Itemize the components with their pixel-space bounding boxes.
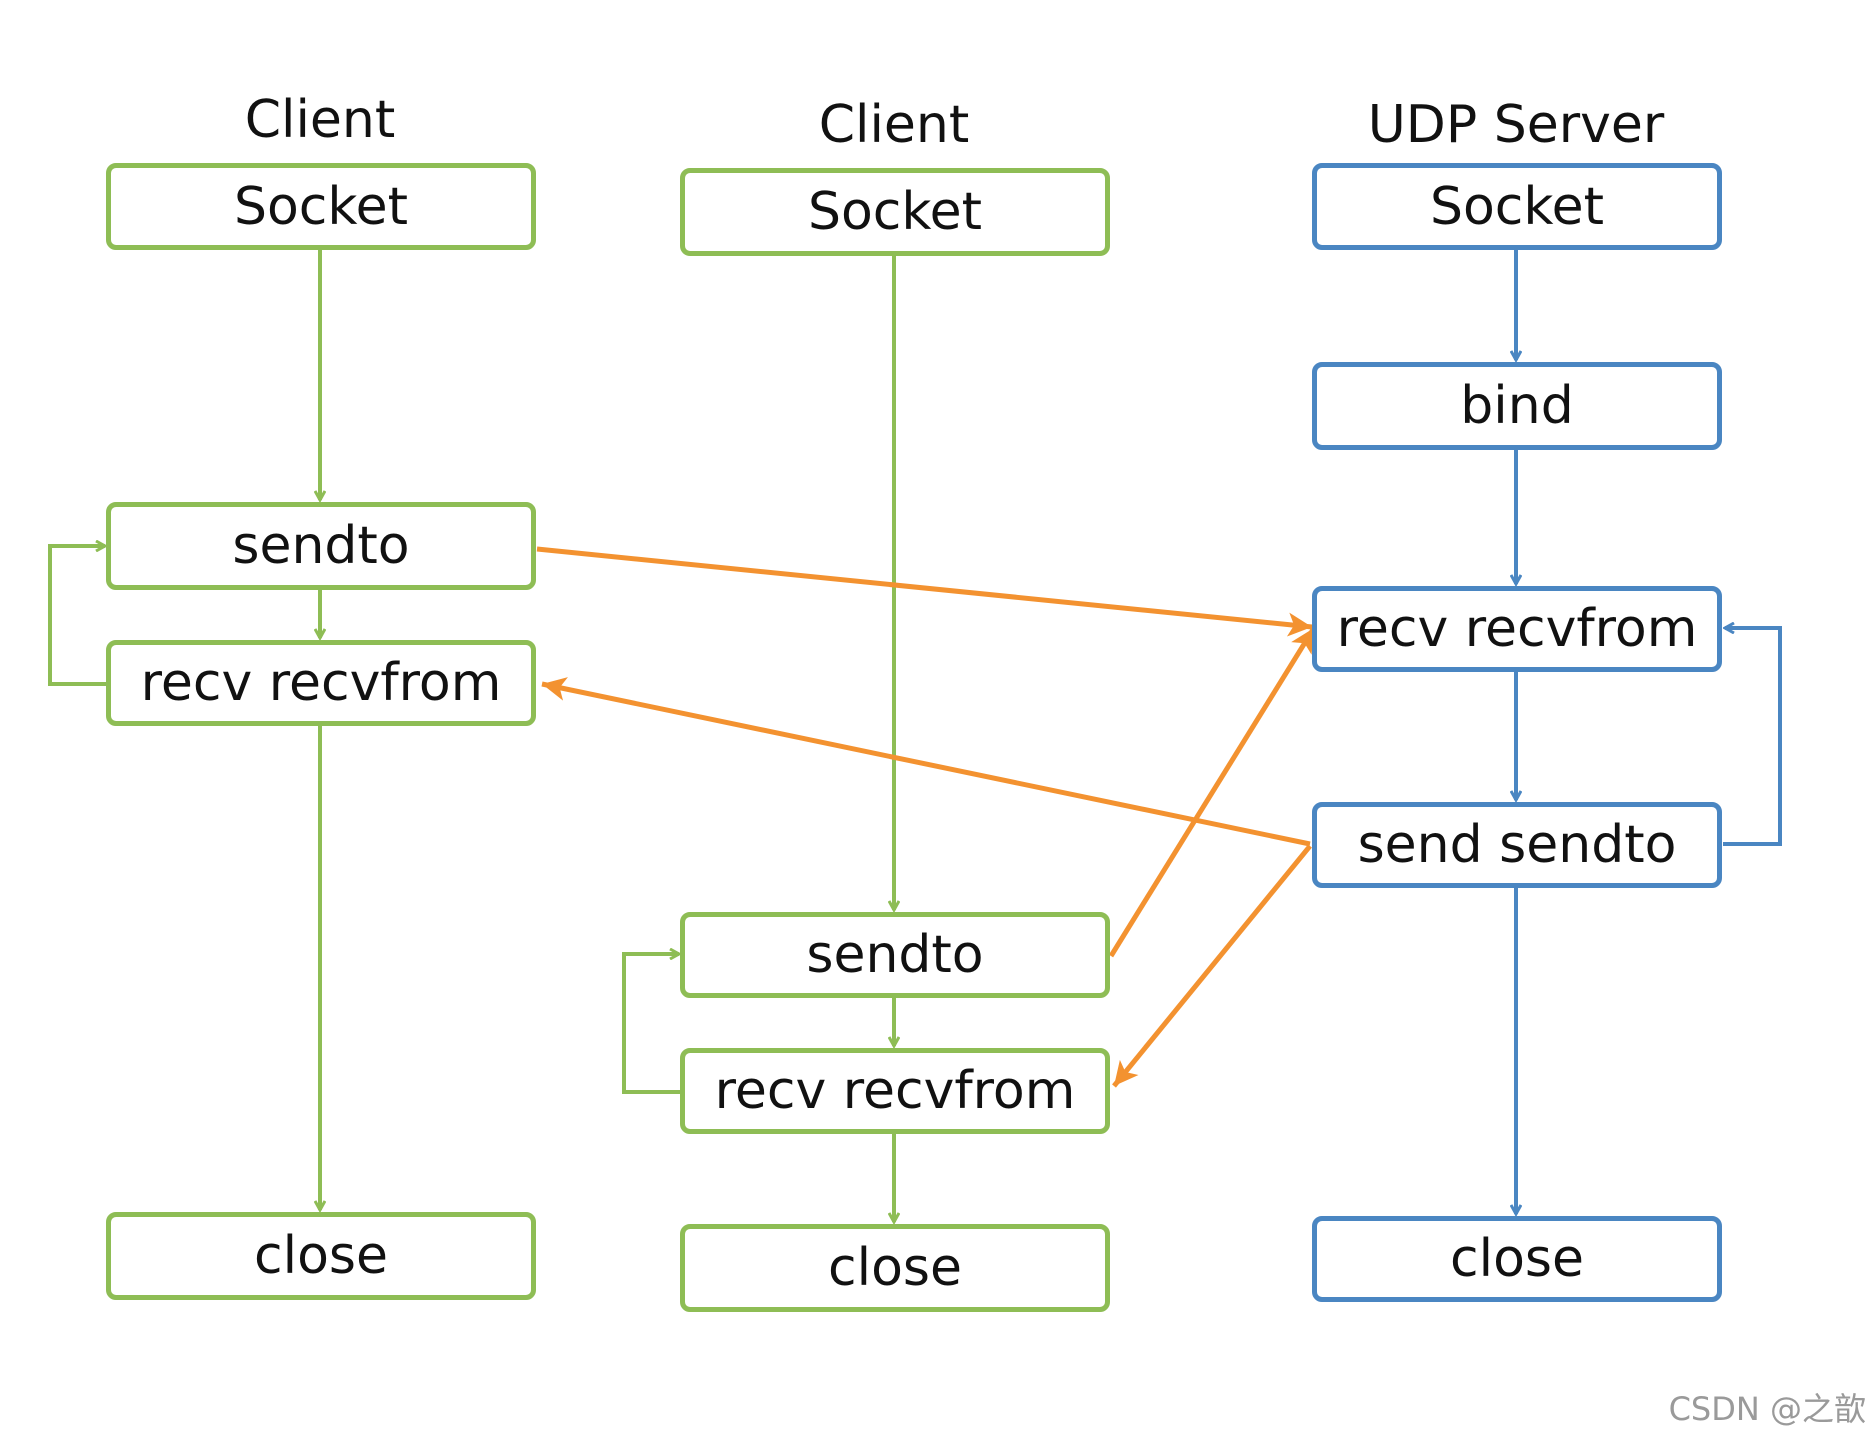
client2-socket-box: Socket	[680, 168, 1110, 256]
server-close-box: close	[1312, 1216, 1722, 1302]
client1-socket-box: Socket	[106, 163, 536, 250]
server-title: UDP Server	[1367, 95, 1665, 155]
server-recv-box: recv recvfrom	[1312, 586, 1722, 672]
client1-title: Client	[244, 90, 396, 150]
server-loop-arrow	[1723, 628, 1782, 846]
server-send-to-client1-recv-message	[541, 677, 1311, 847]
client2-title: Client	[818, 95, 970, 155]
client2-recv-box: recv recvfrom	[680, 1048, 1110, 1134]
client1-loop-arrow	[48, 546, 107, 686]
client2-sendto-box: sendto	[680, 912, 1110, 998]
server-bind-box: bind	[1312, 362, 1722, 450]
client2-close-box: close	[680, 1224, 1110, 1312]
client2-sendto-to-server-recv-message	[1108, 626, 1317, 958]
watermark-text: CSDN @之歆	[1668, 1390, 1866, 1428]
server-send-to-client2-recv-message	[1112, 844, 1312, 1088]
client1-recv-box: recv recvfrom	[106, 640, 536, 726]
client1-sendto-box: sendto	[106, 502, 536, 590]
server-send-box: send sendto	[1312, 802, 1722, 888]
client1-close-box: close	[106, 1212, 536, 1300]
server-socket-box: Socket	[1312, 163, 1722, 250]
client2-loop-arrow	[622, 954, 681, 1094]
client1-sendto-to-server-recv-message	[536, 546, 1313, 637]
